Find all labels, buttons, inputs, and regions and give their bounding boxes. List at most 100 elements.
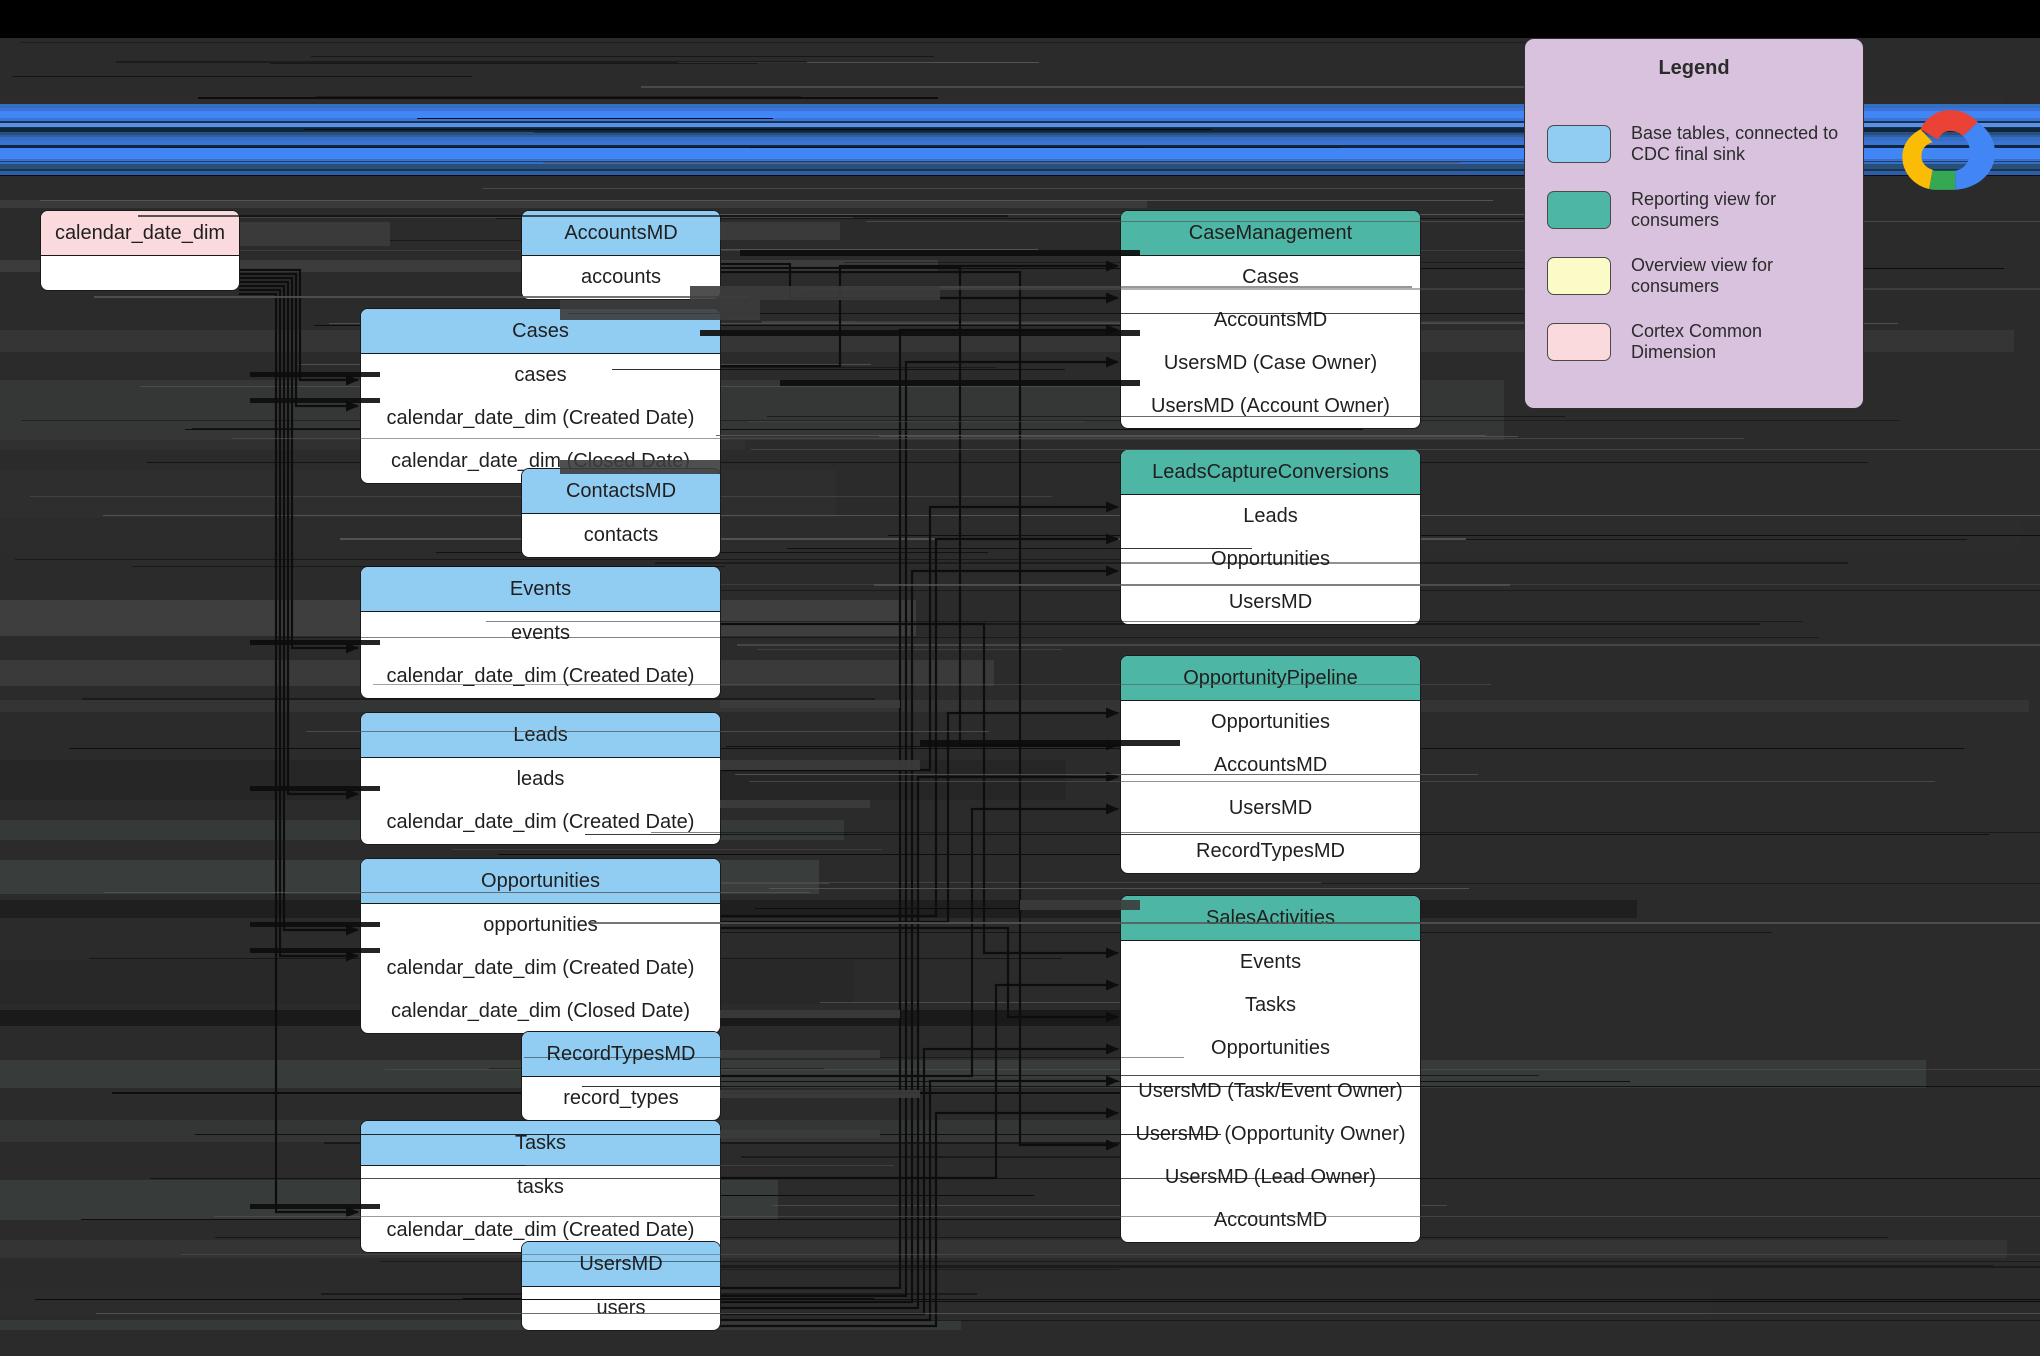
entity-row: Opportunities <box>1211 548 1330 570</box>
entity-row: record_types <box>563 1087 679 1109</box>
entity-row: AccountsMD <box>1213 1209 1328 1231</box>
entity-rows: accounts <box>522 256 720 299</box>
entity-title: Leads <box>361 713 720 758</box>
entity-row: calendar_date_dim (Created Date) <box>386 811 695 833</box>
streak-stub <box>720 800 870 808</box>
streak-stub <box>720 700 900 708</box>
entity-title: AccountsMD <box>522 211 720 256</box>
legend-panel: Legend Base tables, connected to CDC fin… <box>1524 38 1864 409</box>
entity-node-contactsmd[interactable]: ContactsMD contacts <box>521 468 721 558</box>
entity-row: AccountsMD <box>1213 754 1328 776</box>
streak-stub <box>250 372 380 377</box>
entity-rows: users <box>522 1287 720 1330</box>
entity-row: UsersMD <box>1228 797 1313 819</box>
entity-row: UsersMD (Account Owner) <box>1151 395 1390 417</box>
entity-title: ContactsMD <box>522 469 720 514</box>
blue-streak-line <box>0 121 2040 123</box>
legend-item-label: Base tables, connected to CDC final sink <box>1631 123 1839 165</box>
legend-item: Reporting view for consumers <box>1525 189 1863 231</box>
entity-row: UsersMD (Task/Event Owner) <box>1138 1080 1403 1102</box>
streak-stub <box>740 250 1140 256</box>
entity-row: calendar_date_dim (Closed Date) <box>390 1000 691 1022</box>
entity-row: events <box>511 622 570 644</box>
blue-streak-line <box>0 160 2040 161</box>
entity-node-calendar_date_dim[interactable]: calendar_date_dim <box>40 210 240 291</box>
entity-row: leads <box>516 768 565 790</box>
legend-item-label: Cortex Common Dimension <box>1631 321 1763 363</box>
blue-streak-line <box>0 141 2040 145</box>
entity-title: calendar_date_dim <box>41 211 239 256</box>
entity-row: UsersMD <box>1228 591 1313 613</box>
entity-title: UsersMD <box>522 1242 720 1287</box>
entity-row: UsersMD (Opportunity Owner) <box>1135 1123 1406 1145</box>
entity-title: Events <box>361 567 720 612</box>
entity-rows: opportunities calendar_date_dim (Created … <box>361 904 720 1033</box>
entity-row: contacts <box>583 524 659 546</box>
base-tables-swatch <box>1547 125 1611 164</box>
entity-rows <box>41 256 239 290</box>
streak-stub <box>780 380 1140 386</box>
blue-streak-line <box>0 115 2040 118</box>
blue-streak-line <box>0 162 2040 164</box>
streak-stub <box>250 922 380 927</box>
streak-stub <box>720 1130 880 1138</box>
blue-streak-line <box>0 104 2040 108</box>
streak-stub <box>690 286 940 300</box>
entity-row: RecordTypesMD <box>1196 840 1345 862</box>
entity-row: UsersMD (Lead Owner) <box>1164 1166 1377 1188</box>
entity-node-recordtypesmd[interactable]: RecordTypesMD record_types <box>521 1031 721 1121</box>
reporting-view-swatch <box>1547 191 1611 230</box>
blue-streak-line <box>0 171 2040 175</box>
entity-row: cases <box>514 364 567 386</box>
entity-title: RecordTypesMD <box>522 1032 720 1077</box>
legend-title: Legend <box>1658 57 1730 79</box>
blue-streak-line <box>0 137 2040 141</box>
blue-streak-line <box>0 132 2040 135</box>
blue-streak-line <box>0 135 2040 137</box>
blue-streak-line <box>0 123 2040 127</box>
streak-stub <box>250 948 380 953</box>
entity-node-events[interactable]: Events events calendar_date_dim (Created D… <box>360 566 721 699</box>
streak-stub <box>1020 900 1140 910</box>
entity-row: tasks <box>517 1176 564 1198</box>
entity-title: CaseManagement <box>1121 211 1420 256</box>
legend-item-label: Reporting view for consumers <box>1631 189 1777 231</box>
entity-row: Opportunities <box>1211 1037 1330 1059</box>
streak-stub <box>720 1090 920 1098</box>
streak-stub <box>250 398 380 403</box>
streak-stub <box>240 222 390 246</box>
streak-stub <box>720 1050 880 1058</box>
entity-title: Tasks <box>361 1121 720 1166</box>
entity-rows: contacts <box>522 514 720 557</box>
entity-title: LeadsCaptureConversions <box>1121 450 1420 495</box>
entity-row: Cases <box>1242 266 1299 288</box>
blue-streak-line <box>0 166 2040 169</box>
blue-streak-line <box>0 112 2040 115</box>
blue-streak-line <box>0 175 2040 176</box>
streak-stub <box>250 1204 380 1209</box>
entity-row: calendar_date_dim (Created Date) <box>386 957 695 979</box>
entity-row: calendar_date_dim (Created Date) <box>386 1219 695 1241</box>
blue-streak-line <box>0 161 2040 162</box>
blue-streak-line <box>0 169 2040 171</box>
entity-row: opportunities <box>483 914 598 936</box>
legend-item-label: Overview view for consumers <box>1631 255 1774 297</box>
entity-node-leads[interactable]: Leads leads calendar_date_dim (Created Dat… <box>360 712 721 845</box>
entity-row: calendar_date_dim (Created Date) <box>386 665 695 687</box>
entity-row: Tasks <box>1244 994 1297 1016</box>
cortex-dimension-swatch <box>1547 323 1611 362</box>
entity-node-tasks[interactable]: Tasks tasks calendar_date_dim (Created Dat… <box>360 1120 721 1253</box>
streak-stub <box>560 460 720 474</box>
